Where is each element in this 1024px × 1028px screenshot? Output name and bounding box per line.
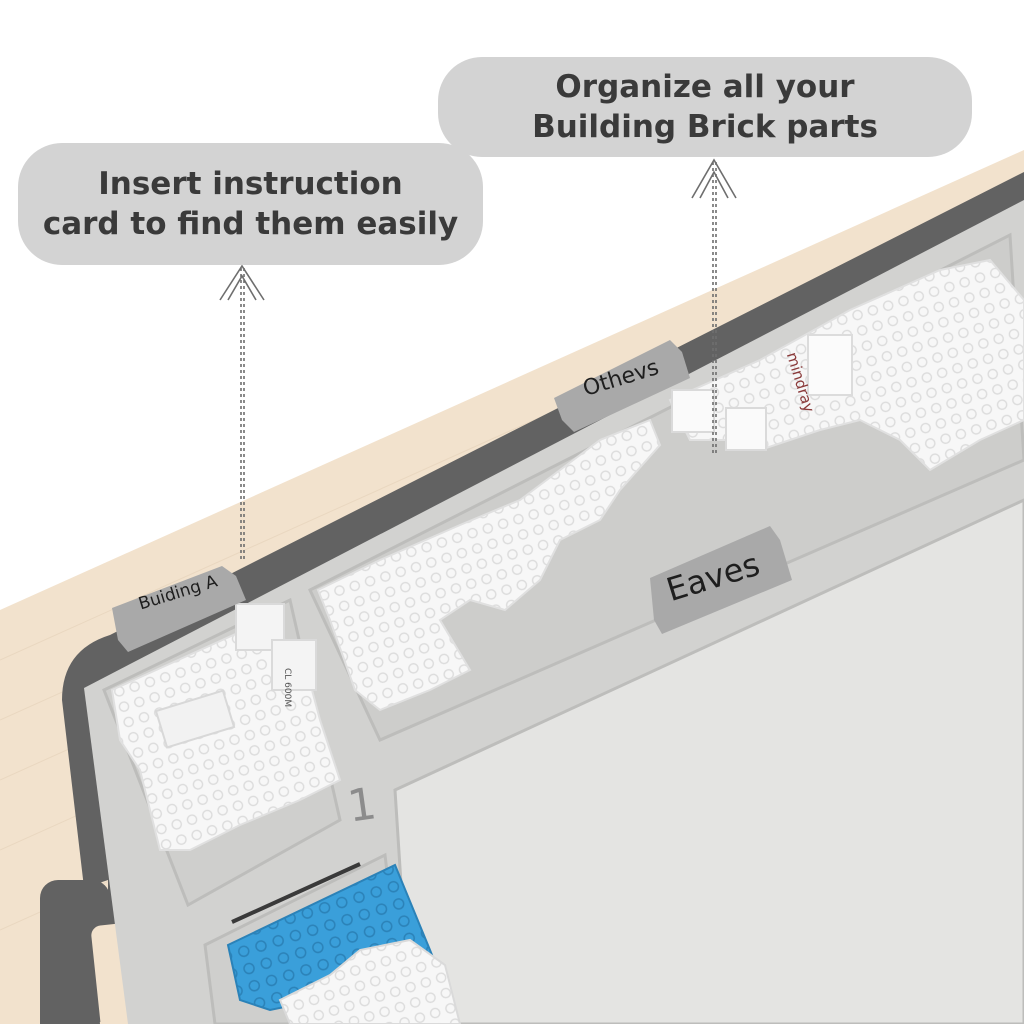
tab-building-a — [112, 566, 246, 652]
tab-eaves — [650, 526, 792, 634]
bricks-others — [316, 258, 1024, 712]
part-code-print: CL 600M — [282, 668, 292, 708]
callout-insert-instruction-card: Insert instruction card to find them eas… — [18, 143, 483, 265]
arrow-instruction — [219, 264, 265, 560]
card-slot — [231, 862, 361, 924]
tray-handle — [40, 880, 110, 1024]
arrow-organize — [691, 158, 737, 455]
callout-organize-parts: Organize all your Building Brick parts — [438, 57, 972, 157]
tab-others — [554, 340, 690, 432]
bricks-building-a — [110, 603, 342, 851]
